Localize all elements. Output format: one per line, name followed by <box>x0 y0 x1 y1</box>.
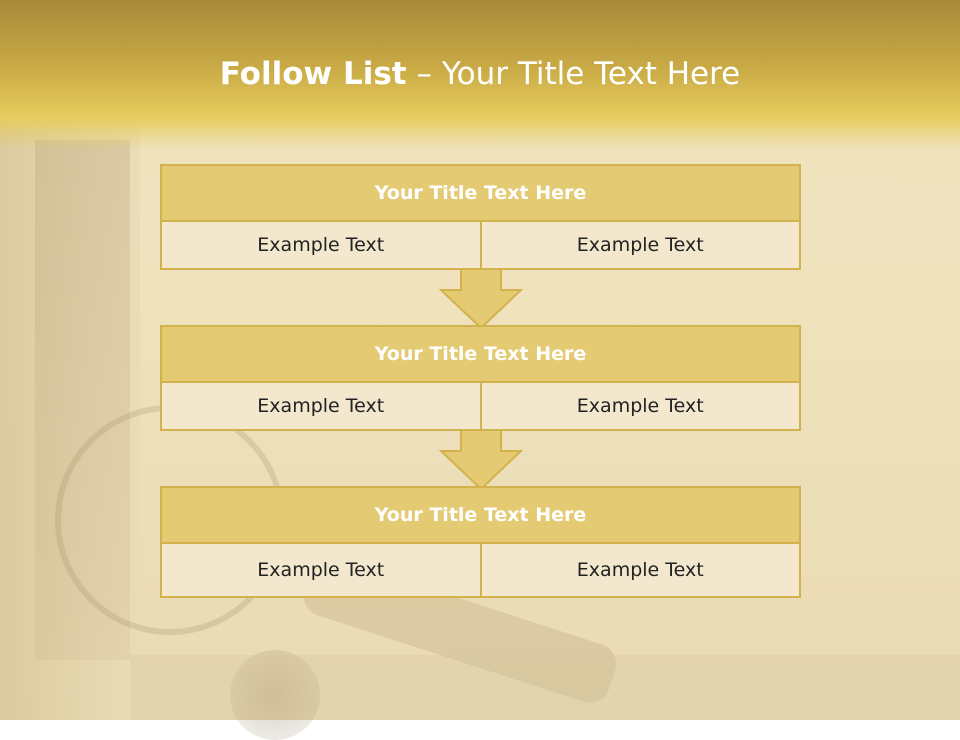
step-row-1: Example Text Example Text <box>162 222 799 268</box>
step-box-1: Your Title Text Here Example Text Exampl… <box>160 164 801 270</box>
step-title-3: Your Title Text Here <box>162 488 799 544</box>
step-box-3: Your Title Text Here Example Text Exampl… <box>160 486 801 598</box>
step-title-1: Your Title Text Here <box>162 166 799 222</box>
down-arrow-icon <box>439 268 523 330</box>
step-1-right-text: Example Text <box>479 222 799 268</box>
step-2-left-text: Example Text <box>162 383 480 429</box>
slide-title: Follow List – Your Title Text Here <box>0 56 960 100</box>
step-2-right-text: Example Text <box>479 383 799 429</box>
title-banner <box>0 0 960 150</box>
slide-title-rest: – Your Title Text Here <box>406 56 741 92</box>
step-box-2: Your Title Text Here Example Text Exampl… <box>160 325 801 431</box>
step-1-left-text: Example Text <box>162 222 480 268</box>
step-title-2: Your Title Text Here <box>162 327 799 383</box>
step-3-right-text: Example Text <box>479 544 799 596</box>
background-floor <box>130 655 960 720</box>
step-row-2: Example Text Example Text <box>162 383 799 429</box>
slide-title-bold: Follow List <box>219 56 407 92</box>
down-arrow-icon <box>439 429 523 491</box>
step-row-3: Example Text Example Text <box>162 544 799 596</box>
step-3-left-text: Example Text <box>162 544 480 596</box>
